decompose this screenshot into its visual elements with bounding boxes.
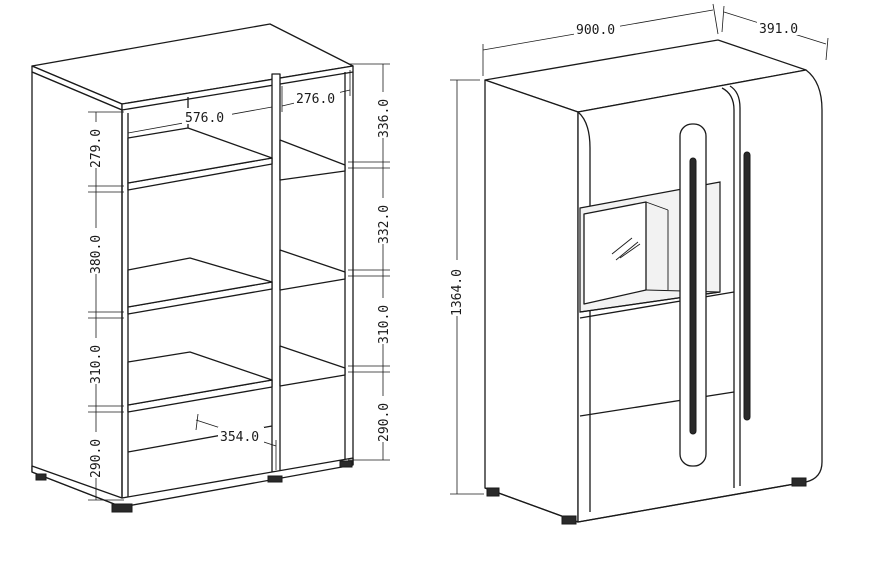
- open-shelf-unit: [31, 23, 354, 513]
- right-view-dimensions: 900.0 391.0 1364.0: [447, 3, 829, 495]
- left-view-dimensions: 576.0 276.0 354.0 279.0 380.0 310.0 290.…: [86, 63, 392, 501]
- cabinet-side-panel: [484, 79, 579, 523]
- cabinet-foot: [791, 477, 807, 487]
- dim-width: 900.0: [576, 23, 615, 38]
- dim-right-shelf-4: 290.0: [377, 403, 392, 442]
- dim-left-shelf-3: 310.0: [89, 345, 104, 384]
- shelf-foot: [35, 473, 47, 481]
- dim-height: 1364.0: [450, 269, 465, 316]
- shelf-board: [279, 249, 346, 291]
- shelf-left-side-panel: [31, 71, 123, 508]
- shelf-board-top: [127, 127, 273, 184]
- closed-cabinet: [484, 39, 823, 525]
- dim-inner-width: 576.0: [185, 111, 224, 126]
- shelf-board: [279, 345, 346, 387]
- cabinet-foot: [486, 487, 500, 497]
- dim-bottom-depth: 354.0: [220, 430, 259, 445]
- dim-left-shelf-4: 290.0: [89, 439, 104, 478]
- dim-right-shelf-1: 336.0: [377, 99, 392, 138]
- shelf-foot: [339, 460, 353, 468]
- dim-left-shelf-1: 279.0: [89, 129, 104, 168]
- dim-left-shelf-2: 380.0: [89, 235, 104, 274]
- shelf-foot: [111, 503, 133, 513]
- shelf-board: [279, 139, 346, 181]
- dim-right-shelf-3: 310.0: [377, 305, 392, 344]
- shelf-board-top: [127, 351, 273, 406]
- cabinet-door-handle-right: [743, 151, 751, 421]
- led-strip: [689, 157, 697, 435]
- cabinet-foot: [561, 515, 577, 525]
- shelf-board-top: [127, 257, 273, 308]
- dim-depth: 391.0: [759, 22, 798, 37]
- glass-panel: [583, 201, 647, 305]
- shelf-middle-divider: [271, 73, 281, 473]
- dim-right-shelf-2: 332.0: [377, 205, 392, 244]
- shelf-foot: [267, 475, 283, 483]
- dim-side-depth: 276.0: [296, 92, 335, 107]
